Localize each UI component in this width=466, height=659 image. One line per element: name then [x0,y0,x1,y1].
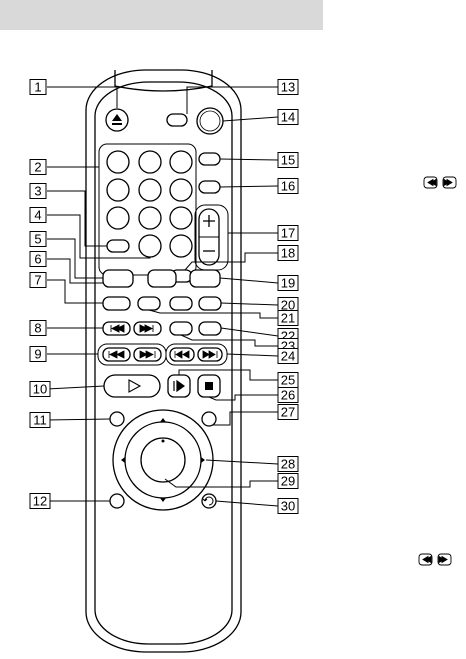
callout-number: 7 [34,273,41,288]
small-button[interactable] [199,153,220,165]
callout-2: 2 [30,160,46,175]
small-button[interactable] [199,322,221,335]
callout-8: 8 [30,321,46,336]
callout-number: 27 [281,405,295,420]
callout-17: 17 [278,226,298,241]
number-key[interactable] [170,235,192,257]
number-key[interactable] [139,207,161,229]
number-key[interactable] [139,151,161,173]
round-button[interactable] [110,412,124,426]
callout-21: 21 [278,311,298,326]
number-key[interactable] [139,179,161,201]
callout-number: 18 [281,246,295,261]
callout-1: 1 [30,80,46,95]
callout-24: 24 [278,349,298,364]
callout-number: 3 [34,184,41,199]
callout-number: 24 [281,349,295,364]
small-button[interactable] [199,181,220,193]
callout-number: 11 [33,413,47,428]
callout-number: 19 [281,276,295,291]
callout-3: 3 [30,184,46,199]
callout-number: 14 [281,110,295,125]
callout-30: 30 [278,499,298,514]
header-bar [0,0,323,30]
callout-6: 6 [30,252,46,267]
callout-number: 21 [281,311,295,326]
callout-number: 10 [33,382,47,397]
scan-icons-top [424,177,456,188]
round-button[interactable] [110,494,124,508]
callout-13: 13 [278,80,298,95]
clear-button[interactable] [107,240,129,252]
callout-number: 8 [34,321,41,336]
callout-29: 29 [278,474,298,489]
callout-number: 25 [281,373,295,388]
callout-18: 18 [278,246,298,261]
stop-icon [205,382,213,390]
power-button-small[interactable] [167,114,187,126]
number-key[interactable] [170,207,192,229]
menu-button[interactable] [190,270,220,287]
callout-number: 30 [281,499,295,514]
menu-button[interactable] [148,270,176,287]
small-button[interactable] [170,322,192,335]
callout-number: 17 [281,226,295,241]
callout-12: 12 [30,494,50,509]
callout-number: 9 [34,347,41,362]
callout-16: 16 [278,179,298,194]
round-button[interactable] [202,412,216,426]
callout-number: 15 [281,153,295,168]
return-button[interactable] [202,494,216,508]
small-button[interactable] [170,297,192,310]
number-key[interactable] [107,151,129,173]
callout-number: 1 [34,80,41,95]
small-button[interactable] [199,297,221,310]
callout-19: 19 [278,276,298,291]
callout-number: 26 [281,388,295,403]
callout-27: 27 [278,405,298,420]
callout-10: 10 [30,382,50,397]
number-key[interactable] [170,179,192,201]
callout-number: 12 [33,494,47,509]
callout-number: 29 [281,474,295,489]
number-key[interactable] [139,235,161,257]
callout-number: 5 [34,232,41,247]
callout-9: 9 [30,347,46,362]
callout-number: 2 [34,160,41,175]
callout-28: 28 [278,457,298,472]
callout-26: 26 [278,388,298,403]
callout-number: 28 [281,457,295,472]
callout-7: 7 [30,273,46,288]
dpad-ring[interactable] [113,410,213,510]
menu-button[interactable] [103,270,133,287]
number-key[interactable] [107,179,129,201]
small-button[interactable] [138,297,160,310]
callout-15: 15 [278,153,298,168]
callout-number: 4 [34,208,41,223]
number-key[interactable] [107,207,129,229]
callout-5: 5 [30,232,46,247]
callout-number: 16 [281,179,295,194]
callout-number: 13 [281,80,295,95]
callout-4: 4 [30,208,46,223]
callout-number: 6 [34,252,41,267]
callout-11: 11 [30,413,50,428]
callout-14: 14 [278,110,298,125]
enter-icon [162,440,165,443]
callout-25: 25 [278,373,298,388]
small-button[interactable] [103,297,130,310]
scan-icons-bottom [419,554,451,565]
direction-pad [113,410,213,510]
number-key[interactable] [170,151,192,173]
power-button[interactable] [197,108,223,134]
